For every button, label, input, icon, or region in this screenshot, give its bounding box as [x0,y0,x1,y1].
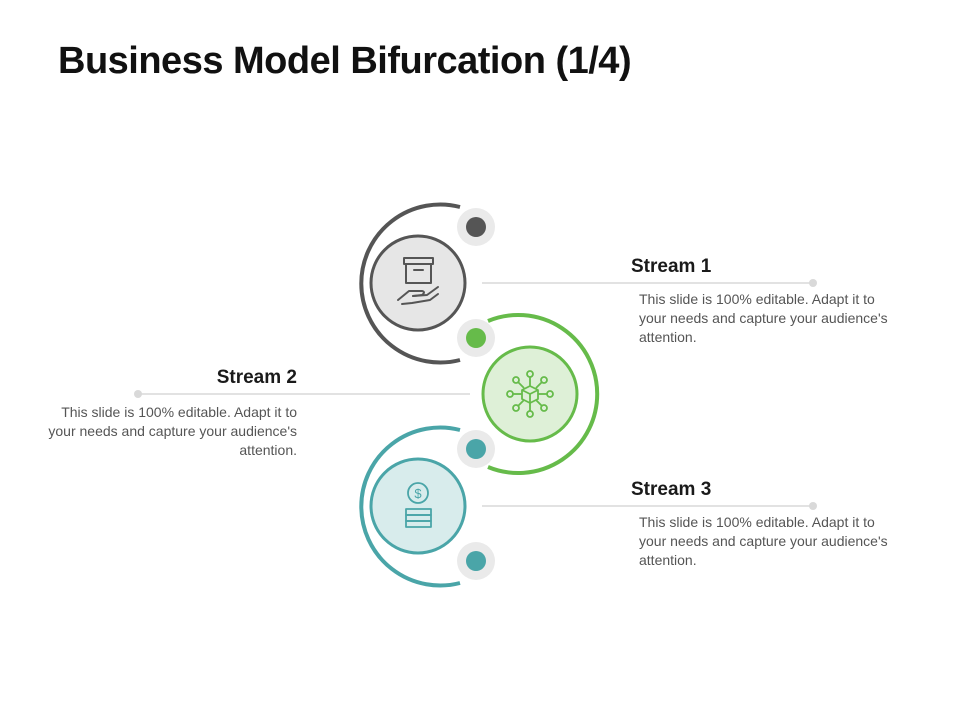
stream-1-title: Stream 1 [631,256,712,277]
stream-1-node [359,202,467,365]
stream-3-marker-bottom [457,542,495,580]
svg-text:$: $ [414,486,422,501]
stream-3-inner-circle [369,457,467,555]
stream-3-connector [482,502,817,510]
stream-3-arc [359,425,461,588]
dollar-coins-icon: $ [405,482,432,528]
stream-2-marker [457,319,495,357]
stream-1-marker [457,208,495,246]
stream-2-description: This slide is 100% editable. Adapt it to… [48,404,297,458]
stream-2-node [481,313,600,475]
stream-3-title: Stream 3 [631,479,712,500]
network-cube-icon [506,370,554,418]
slide-title: Business Model Bifurcation (1/4) [58,40,632,82]
stream-2-arc [487,313,600,475]
stream-1-description: This slide is 100% editable. Adapt it to… [639,291,888,345]
stream-3-node: $ [359,425,467,588]
stream-1-arc [359,202,461,365]
stream-2-title: Stream 2 [216,367,297,388]
box-in-hand-icon [397,257,439,305]
stream-2-connector [134,390,470,398]
stream-3-marker-top [457,430,495,468]
stream-3-description: This slide is 100% editable. Adapt it to… [639,514,888,568]
stream-1-connector [482,279,817,287]
